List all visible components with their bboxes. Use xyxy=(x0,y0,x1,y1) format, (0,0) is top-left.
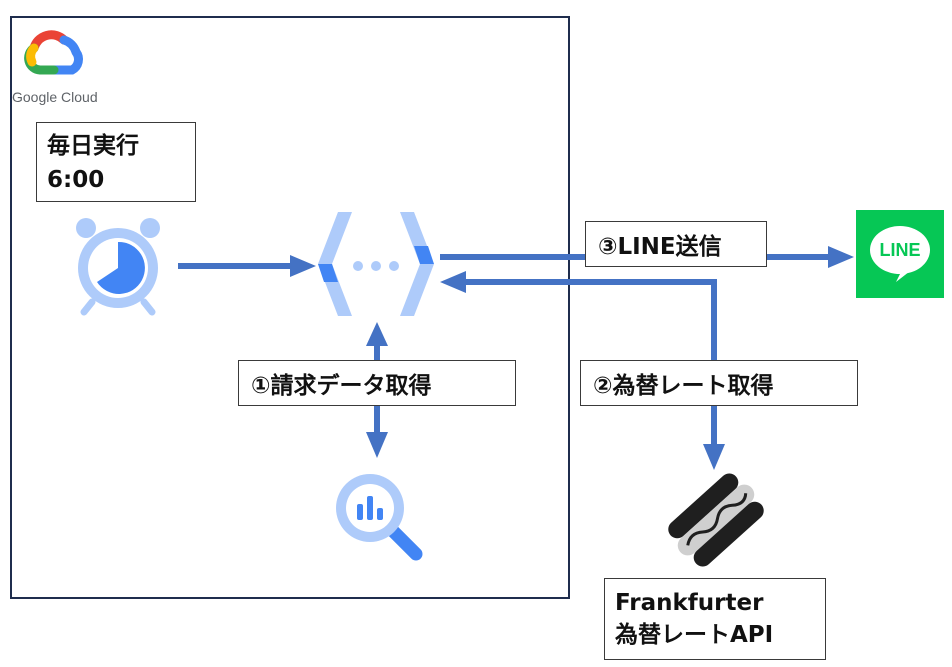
frankfurter-name-text: Frankfurter xyxy=(615,590,764,616)
schedule-time-text: 6:00 xyxy=(47,167,105,193)
frankfurter-desc-text: 為替レートAPI xyxy=(615,622,774,648)
schedule-label-box: 毎日実行 6:00 xyxy=(36,122,196,202)
frankfurter-hotdog-icon xyxy=(668,473,764,567)
frankfurter-api-label-box: Frankfurter 為替レートAPI xyxy=(604,578,826,660)
line-logo-icon: LINE xyxy=(856,210,944,298)
cloud-scheduler-alarm-icon xyxy=(76,218,160,316)
cloud-functions-icon xyxy=(318,212,434,316)
step1-billing-data-label: ①請求データ取得 xyxy=(238,360,516,406)
line-logo-text: LINE xyxy=(879,240,921,260)
bigquery-icon xyxy=(336,474,423,561)
google-cloud-logo-icon xyxy=(24,30,83,75)
step2-exchange-rate-label: ②為替レート取得 xyxy=(580,360,858,406)
google-cloud-boundary xyxy=(10,16,570,599)
step3-line-send-label: ③LINE送信 xyxy=(585,221,767,267)
arrow-scheduler-to-functions xyxy=(178,255,316,277)
google-cloud-brand-label: Google Cloud xyxy=(12,89,98,105)
schedule-frequency-text: 毎日実行 xyxy=(47,133,139,159)
